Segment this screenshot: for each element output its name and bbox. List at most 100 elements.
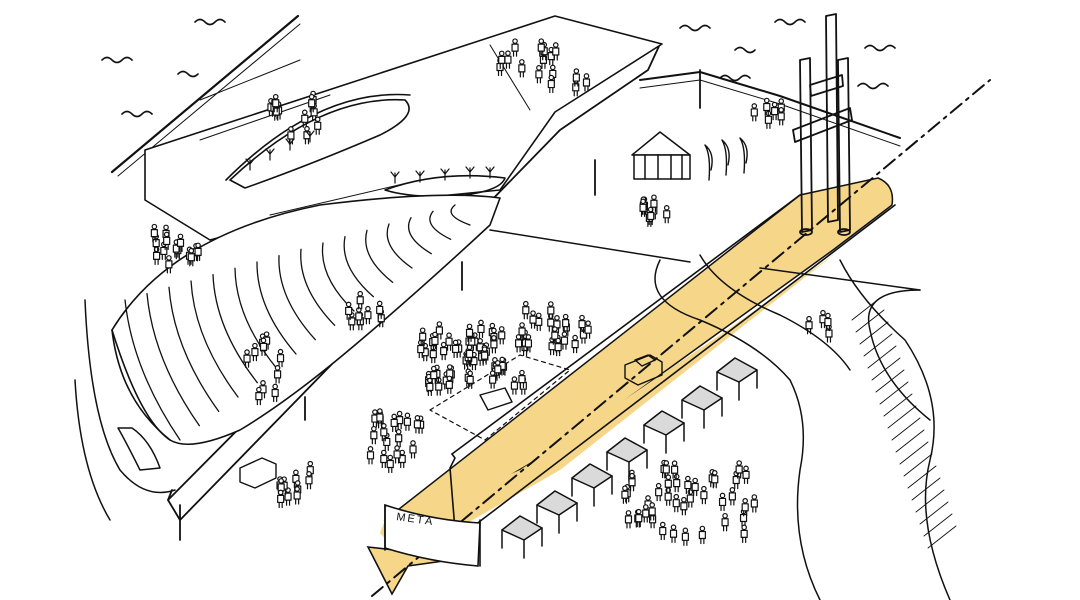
person-icon bbox=[510, 376, 519, 395]
person-icon bbox=[445, 375, 453, 394]
seagull-icon bbox=[194, 18, 226, 26]
person-icon bbox=[742, 465, 750, 484]
person-icon bbox=[489, 370, 497, 389]
person-icon bbox=[271, 383, 279, 403]
person-icon bbox=[663, 204, 671, 224]
person-icon bbox=[435, 321, 443, 340]
person-icon bbox=[259, 337, 268, 356]
flag-icon bbox=[739, 137, 748, 174]
person-icon bbox=[176, 233, 185, 252]
person-icon bbox=[700, 485, 708, 505]
seagull-icon bbox=[177, 70, 199, 78]
seagull-icon bbox=[734, 46, 756, 54]
tent-icon bbox=[501, 515, 543, 559]
person-icon bbox=[481, 346, 489, 365]
concert-area bbox=[429, 354, 571, 441]
person-icon bbox=[380, 449, 388, 469]
person-icon bbox=[763, 97, 771, 117]
person-icon bbox=[671, 460, 679, 479]
seagull-icon bbox=[774, 18, 806, 26]
person-icon bbox=[805, 315, 813, 335]
seagull-icon bbox=[864, 44, 896, 52]
person-icon bbox=[498, 50, 506, 69]
person-icon bbox=[370, 425, 378, 445]
person-icon bbox=[553, 315, 561, 334]
person-icon bbox=[440, 341, 448, 361]
person-icon bbox=[691, 477, 699, 497]
person-icon bbox=[537, 38, 545, 57]
person-icon bbox=[554, 337, 562, 357]
person-icon bbox=[669, 524, 678, 543]
person-icon bbox=[735, 460, 743, 479]
person-icon bbox=[395, 428, 403, 448]
person-icon bbox=[429, 344, 437, 364]
person-icon bbox=[741, 497, 749, 517]
person-icon bbox=[628, 472, 636, 492]
car-icon bbox=[239, 457, 277, 489]
person-icon bbox=[518, 322, 526, 341]
person-icon bbox=[732, 470, 740, 490]
person-icon bbox=[293, 486, 301, 505]
person-icon bbox=[662, 460, 670, 479]
tower-monument bbox=[699, 13, 853, 236]
tent-icon bbox=[716, 357, 758, 401]
person-icon bbox=[547, 74, 555, 94]
person-icon bbox=[621, 485, 629, 504]
person-icon bbox=[639, 198, 647, 217]
person-icon bbox=[466, 370, 474, 389]
person-icon bbox=[535, 65, 543, 84]
tent-icon bbox=[606, 437, 648, 481]
finish-banner-label: МЕТА bbox=[396, 511, 436, 528]
person-icon bbox=[659, 521, 667, 541]
flag-icons bbox=[704, 137, 748, 181]
person-icon bbox=[721, 512, 729, 532]
tree-icon bbox=[265, 148, 275, 161]
tent-icon bbox=[536, 490, 578, 534]
person-icon bbox=[518, 369, 526, 389]
person-icon bbox=[777, 107, 785, 126]
person-icon bbox=[498, 326, 506, 345]
tree-icon bbox=[465, 166, 475, 179]
person-icon bbox=[403, 412, 412, 431]
person-icon bbox=[642, 504, 650, 523]
person-icon bbox=[548, 336, 556, 356]
tent-row bbox=[501, 357, 758, 559]
person-icon bbox=[255, 386, 263, 406]
person-icon bbox=[522, 300, 530, 320]
person-icon bbox=[552, 42, 560, 61]
seagull-icon bbox=[121, 110, 153, 118]
person-icon bbox=[686, 489, 694, 508]
person-icon bbox=[684, 475, 692, 495]
tree-icon bbox=[485, 166, 495, 179]
person-icon bbox=[490, 335, 498, 354]
person-icon bbox=[562, 313, 570, 333]
person-icon bbox=[251, 342, 259, 362]
person-icon bbox=[380, 423, 388, 442]
person-icon bbox=[518, 59, 526, 78]
piano-icon bbox=[479, 387, 513, 411]
amphitheatre-shell bbox=[111, 194, 501, 446]
person-icon bbox=[535, 312, 543, 331]
person-icon bbox=[276, 348, 285, 368]
person-icon bbox=[355, 307, 363, 326]
person-icon bbox=[624, 510, 633, 529]
tree-icons bbox=[245, 130, 495, 184]
person-icon bbox=[273, 365, 282, 384]
person-icon bbox=[301, 109, 309, 128]
person-icon bbox=[165, 255, 173, 274]
person-icon bbox=[308, 93, 316, 113]
person-icon bbox=[572, 68, 580, 87]
seagull-icon bbox=[679, 24, 711, 32]
person-icon bbox=[277, 489, 285, 509]
person-icon bbox=[390, 413, 398, 433]
person-icon bbox=[750, 103, 758, 122]
ground-outlines bbox=[74, 71, 921, 521]
crowd-icon bbox=[150, 38, 833, 546]
tree-icon bbox=[440, 168, 450, 181]
tree-icon bbox=[415, 170, 425, 183]
person-icon bbox=[560, 331, 569, 350]
person-icon bbox=[243, 349, 251, 368]
person-icon bbox=[524, 334, 533, 353]
person-icon bbox=[430, 365, 438, 385]
person-icon bbox=[465, 344, 474, 363]
